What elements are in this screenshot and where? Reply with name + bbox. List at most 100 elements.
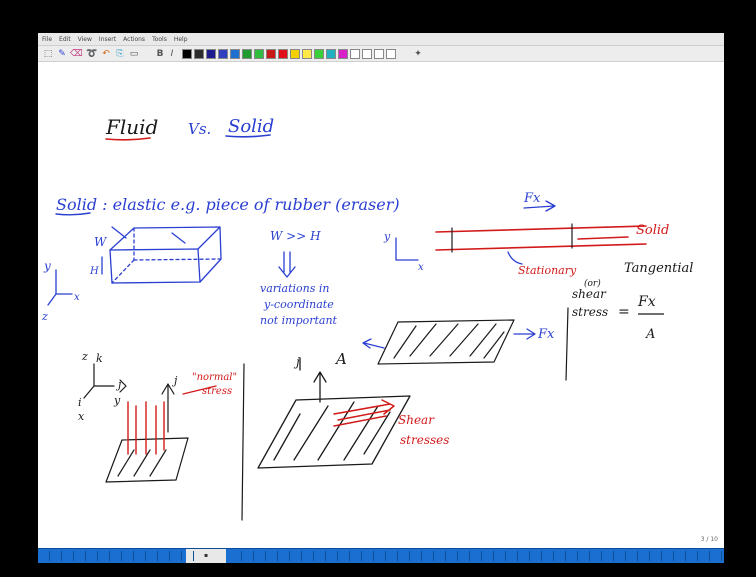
page-segment[interactable]: [554, 551, 566, 561]
page-segment[interactable]: [38, 551, 50, 561]
page-segment[interactable]: [470, 551, 482, 561]
pen-color-swatch[interactable]: [326, 49, 336, 59]
undo-icon[interactable]: ↶: [100, 48, 112, 60]
page-segment[interactable]: [674, 551, 686, 561]
page-segment[interactable]: [686, 551, 698, 561]
label-shear: shear: [572, 287, 607, 301]
page-segment[interactable]: [86, 551, 98, 561]
page-segment[interactable]: [446, 551, 458, 561]
pen-color-swatch[interactable]: [314, 49, 324, 59]
page-segment[interactable]: [362, 551, 374, 561]
page-segment[interactable]: [278, 551, 290, 561]
page-segment[interactable]: [326, 551, 338, 561]
page-segment[interactable]: [626, 551, 638, 561]
page-segment[interactable]: [638, 551, 650, 561]
page-segment[interactable]: [266, 551, 278, 561]
pen-color-swatch[interactable]: [386, 49, 396, 59]
eraser-tool-icon[interactable]: ⌫: [70, 48, 82, 60]
pen-color-swatch[interactable]: [350, 49, 360, 59]
page-segment[interactable]: [566, 551, 578, 561]
page-segment[interactable]: [302, 551, 314, 561]
page-segment[interactable]: [530, 551, 542, 561]
page-segment[interactable]: [314, 551, 326, 561]
pen-width-icon[interactable]: ✦: [412, 48, 424, 60]
page-segment[interactable]: [182, 551, 194, 561]
page-segment[interactable]: [590, 551, 602, 561]
menu-edit[interactable]: Edit: [59, 36, 71, 43]
page-segment[interactable]: [62, 551, 74, 561]
page-segment[interactable]: [542, 551, 554, 561]
axis-label-y-bottom: y: [113, 394, 121, 407]
variations-line-2: y-coordinate: [263, 298, 334, 311]
label-stress: stress: [572, 305, 608, 319]
page-segment[interactable]: [578, 551, 590, 561]
page-segment[interactable]: [74, 551, 86, 561]
page-segment[interactable]: [158, 551, 170, 561]
page-segment[interactable]: [290, 551, 302, 561]
menu-file[interactable]: File: [42, 36, 52, 43]
page-navigation-bar[interactable]: ▪: [38, 548, 724, 563]
page-segment[interactable]: [338, 551, 350, 561]
page-segment[interactable]: [50, 551, 62, 561]
page-segment[interactable]: [98, 551, 110, 561]
page-segment[interactable]: [410, 551, 422, 561]
pen-color-swatch[interactable]: [302, 49, 312, 59]
pen-color-swatch[interactable]: [218, 49, 228, 59]
pen-tool-icon[interactable]: ✎: [56, 48, 68, 60]
menu-tools[interactable]: Tools: [152, 36, 167, 43]
pen-color-swatch[interactable]: [266, 49, 276, 59]
select-tool-icon[interactable]: ⬚: [42, 48, 54, 60]
page-segment[interactable]: [398, 551, 410, 561]
menu-view[interactable]: View: [78, 36, 92, 43]
page-segment[interactable]: [170, 551, 182, 561]
pen-color-swatch[interactable]: [338, 49, 348, 59]
lasso-tool-icon[interactable]: ➰: [86, 48, 98, 60]
title-solid: Solid: [228, 116, 274, 137]
pen-color-swatch[interactable]: [182, 49, 192, 59]
pen-color-swatch[interactable]: [278, 49, 288, 59]
page-segment[interactable]: [434, 551, 446, 561]
axis-label-z: z: [41, 310, 48, 323]
pen-color-swatch[interactable]: [206, 49, 216, 59]
pen-color-swatch[interactable]: [242, 49, 252, 59]
page-segment[interactable]: [458, 551, 470, 561]
insert-space-icon[interactable]: ⎘: [114, 48, 126, 60]
page-segment[interactable]: [110, 551, 122, 561]
page-segment[interactable]: [122, 551, 134, 561]
page-segment[interactable]: [518, 551, 530, 561]
pen-color-swatch[interactable]: [290, 49, 300, 59]
page-segment[interactable]: [374, 551, 386, 561]
page-segment[interactable]: [602, 551, 614, 561]
page-segment[interactable]: [146, 551, 158, 561]
page-segment[interactable]: [650, 551, 662, 561]
page-segment[interactable]: [710, 551, 722, 561]
page-segment[interactable]: [614, 551, 626, 561]
pen-color-swatch[interactable]: [254, 49, 264, 59]
menu-actions[interactable]: Actions: [123, 36, 145, 43]
note-canvas[interactable]: Fluid Vs. Solid Solid : elastic e.g. pie…: [38, 62, 724, 548]
page-indicator: 3 / 10: [701, 536, 718, 543]
pen-color-swatch[interactable]: [374, 49, 384, 59]
page-segment[interactable]: [386, 551, 398, 561]
page-segment[interactable]: [698, 551, 710, 561]
page-segment[interactable]: [350, 551, 362, 561]
page-segment[interactable]: [482, 551, 494, 561]
page-segment[interactable]: [422, 551, 434, 561]
pen-color-swatch[interactable]: [194, 49, 204, 59]
page-segment[interactable]: [134, 551, 146, 561]
page-segment[interactable]: [506, 551, 518, 561]
page-segment[interactable]: [230, 551, 242, 561]
bold-icon[interactable]: B: [154, 48, 166, 60]
page-segment[interactable]: [494, 551, 506, 561]
menu-insert[interactable]: Insert: [99, 36, 116, 43]
menu-help[interactable]: Help: [174, 36, 188, 43]
variations-line-3: not important: [260, 314, 338, 327]
pen-color-swatch[interactable]: [362, 49, 372, 59]
solid-definition: Solid : elastic e.g. piece of rubber (er…: [56, 195, 400, 214]
page-segment[interactable]: [242, 551, 254, 561]
page-segment[interactable]: [254, 551, 266, 561]
pen-color-swatch[interactable]: [230, 49, 240, 59]
italic-icon[interactable]: I: [166, 48, 178, 60]
page-segment[interactable]: [662, 551, 674, 561]
text-tool-icon[interactable]: ▭: [128, 48, 140, 60]
